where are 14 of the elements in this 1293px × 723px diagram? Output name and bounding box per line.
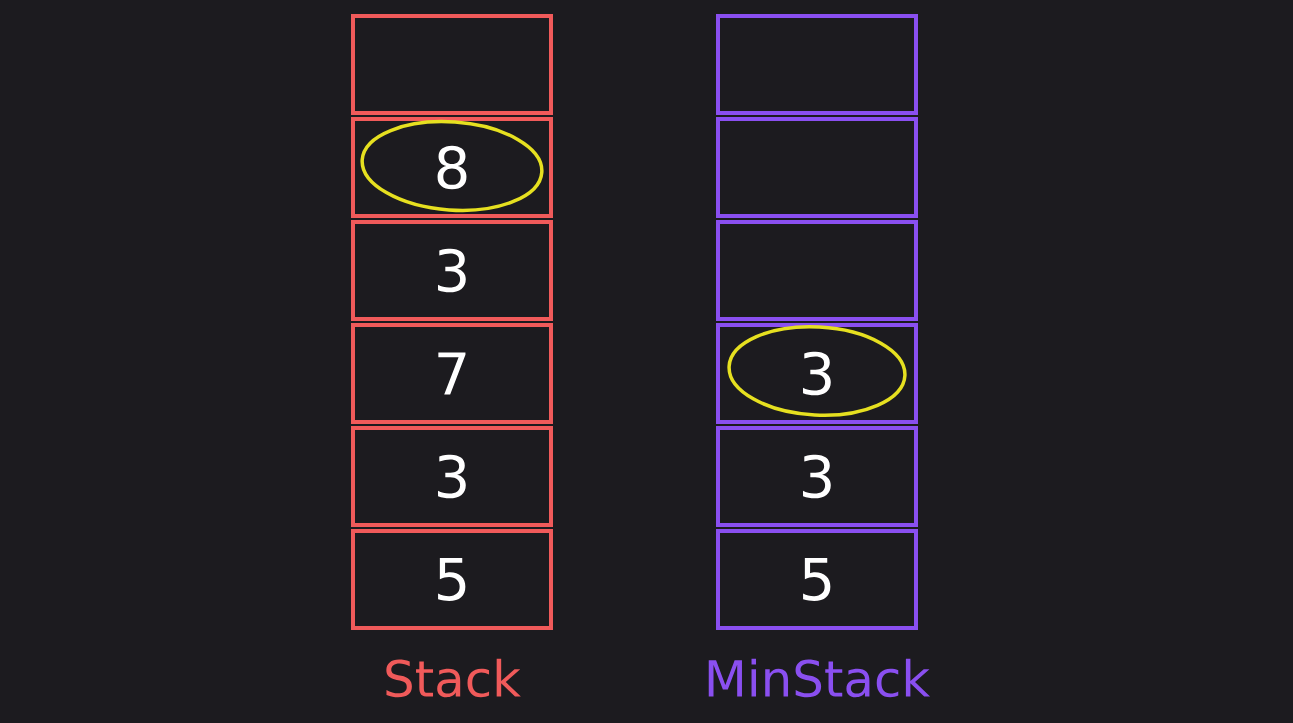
stack-cell: 3 (351, 426, 553, 527)
stack-cell: 8 (351, 117, 553, 218)
stack-cell: 7 (351, 323, 553, 424)
stack-cell: 3 (716, 426, 918, 527)
stack-cell: 3 (351, 220, 553, 321)
stack-label: Stack (386, 658, 521, 698)
stack-cell: 3 (716, 323, 918, 424)
empty-stack-cell (716, 14, 918, 115)
empty-stack-cell (716, 220, 918, 321)
empty-stack-cell (716, 117, 918, 218)
stack-label: MinStack (708, 658, 931, 698)
empty-stack-cell (351, 14, 553, 115)
stack-cell: 5 (716, 529, 918, 630)
stack-cell: 5 (351, 529, 553, 630)
